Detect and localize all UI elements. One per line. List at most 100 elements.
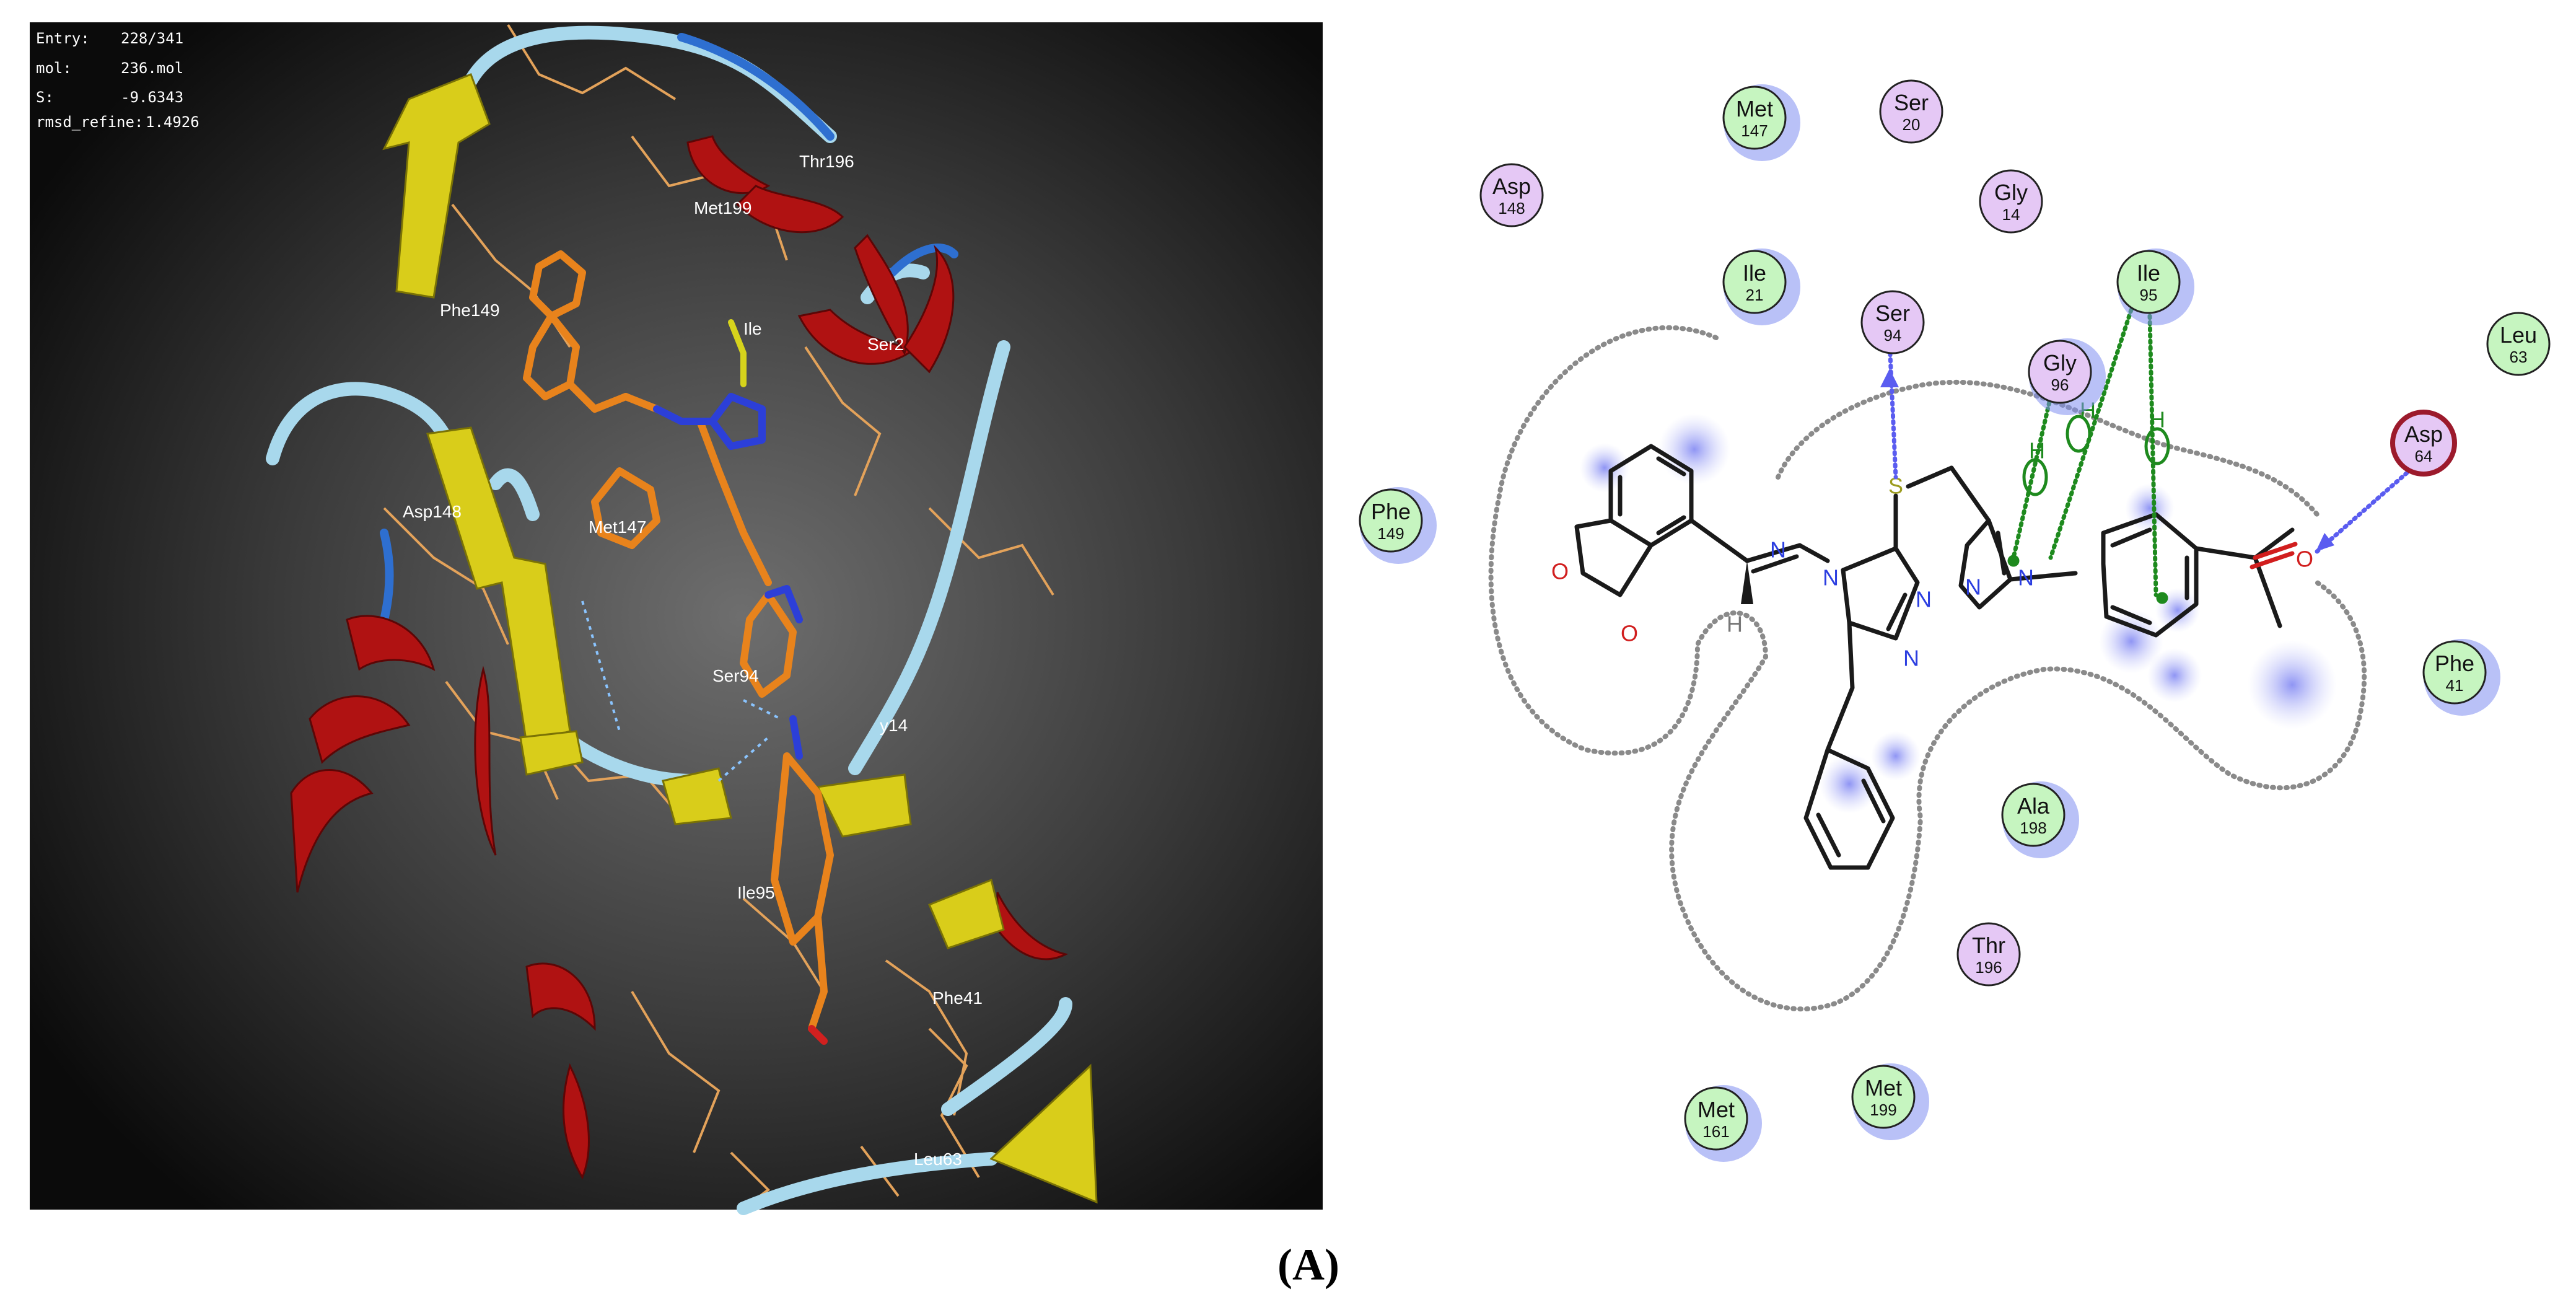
residue-disc [1879,79,1943,144]
residue-ile95: Ile95 [2116,248,2194,325]
residue-name: Asp [1492,174,1531,199]
label-3d-ile: Ile [743,319,762,338]
atom-n-4: N [1965,574,1981,600]
atom-n-5: N [2018,565,2034,591]
ligand-heteroatom-bonds [2250,542,2298,569]
residue-disc [1860,290,1925,354]
label-3d-ile95: Ile95 [737,883,775,902]
residue-disc [1479,163,1544,227]
hbond-arrowheads [1880,369,2334,552]
label-3d-ser94: Ser94 [712,666,759,685]
label-3d-leu63: Leu63 [914,1150,962,1169]
residue-number: 20 [1903,115,1921,134]
label-3d-phe41: Phe41 [932,988,983,1008]
atom-o-2: O [1621,621,1638,646]
residue-name: Leu [2500,322,2537,348]
residue-number: 14 [2002,205,2020,224]
residue-discs: Met147Ser20Asp148Gly14Ile21Ile95Ser94Gly… [1359,79,2551,1162]
residue-phe41: Phe41 [2422,639,2500,716]
residue-name: Met [1698,1097,1735,1122]
residue-disc [1956,922,2021,987]
residue-number: 63 [2510,348,2528,366]
residue-disc [1722,250,1787,314]
residue-number: 41 [2446,676,2464,695]
label-3d-ser2: Ser2 [867,335,904,354]
residue-name: Asp [2404,421,2443,447]
residue-name: Gly [2043,350,2077,376]
alpha-helices [290,135,1069,1180]
solvent-exposure-blobs [1580,413,2337,814]
residue-phe149: Phe149 [1359,487,1437,564]
residue-name: Met [1736,96,1773,121]
label-3d-phe149: Phe149 [440,301,500,320]
info-key-rmsd: rmsd_refine: [36,113,143,131]
residue-number: 94 [1884,326,1902,345]
residue-disc [2422,640,2487,705]
residue-number: 64 [2415,447,2433,465]
residue-disc [1979,169,2043,234]
pi-h-ring-markers [2007,415,2170,604]
residue-name: Phe [1371,499,1411,524]
residue-number: 161 [1702,1122,1729,1141]
hydrogen-bonds [1887,338,2419,554]
label-3d-met147: Met147 [589,517,646,537]
ligand-3d [523,250,834,1045]
info-value-entry: 228/341 [121,30,183,47]
residue-ser94: Ser94 [1860,290,1925,354]
info-key-mol: mol: [36,59,72,77]
interaction-lines-3d [581,600,781,782]
residue-disc [2390,410,2457,477]
label-3d-gly14: y14 [880,716,908,735]
pi-h-label-1: H [2029,438,2045,464]
residue-number: 198 [2020,819,2046,837]
residue-number: 199 [1870,1101,1896,1119]
residue-number: 147 [1741,121,1768,140]
residue-met199: Met199 [1851,1063,1929,1140]
residue-disc [2028,340,2092,404]
label-3d-met199: Met199 [694,198,751,218]
residue-name: Met [1865,1075,1902,1101]
pi-h-labels: H H H [2029,398,2165,464]
residue-name: Ser [1894,90,1929,115]
ligand-2d-atoms: O O H N S N N N N N O [1551,473,2313,671]
info-key-score: S: [36,89,54,106]
atom-n-imine: N [1770,537,1786,563]
interaction-2d-panel: O O H N S N N N N N O [1359,79,2551,1162]
residue-met147: Met147 [1722,84,1800,161]
residue-name: Ile [2137,260,2160,286]
residue-disc [2001,783,2066,847]
residue-name: Ser [1875,301,1910,326]
info-value-rmsd: 1.4926 [146,113,199,131]
residue-asp148: Asp148 [1479,163,1544,227]
residue-name: Ile [1743,260,1766,286]
residue-number: 96 [2051,376,2069,394]
residue-disc [1359,488,1423,553]
label-3d-asp148: Asp148 [403,502,462,521]
atom-n-3: N [1903,646,1919,671]
residue-name: Phe [2435,651,2474,676]
residue-name: Ala [2017,793,2050,819]
pi-h-label-3: H [2149,407,2165,433]
residue-disc [1851,1065,1916,1129]
residue-number: 95 [2140,286,2158,304]
info-value-score: -9.6343 [121,89,183,106]
wedge-bond [1741,561,1753,604]
docking-info-readout: Entry: 228/341 mol: 236.mol S: -9.6343 r… [36,30,199,131]
atom-o-1: O [1551,559,1569,584]
atom-n-2: N [1916,587,1932,612]
atom-h-imine: H [1727,612,1743,637]
residue-disc [1684,1086,1748,1151]
panel-label: (A) [1277,1240,1339,1290]
residue-number: 148 [1498,199,1525,218]
atom-o-carbonyl: O [2296,547,2313,572]
pose-3d-panel: Entry: 228/341 mol: 236.mol S: -9.6343 r… [30,22,1323,1215]
residue-disc [1722,86,1787,150]
residue-name: Gly [1994,180,2028,205]
beta-sheets [382,73,1098,1204]
residue-disc [2486,312,2551,376]
label-3d-thr196: Thr196 [799,152,854,171]
